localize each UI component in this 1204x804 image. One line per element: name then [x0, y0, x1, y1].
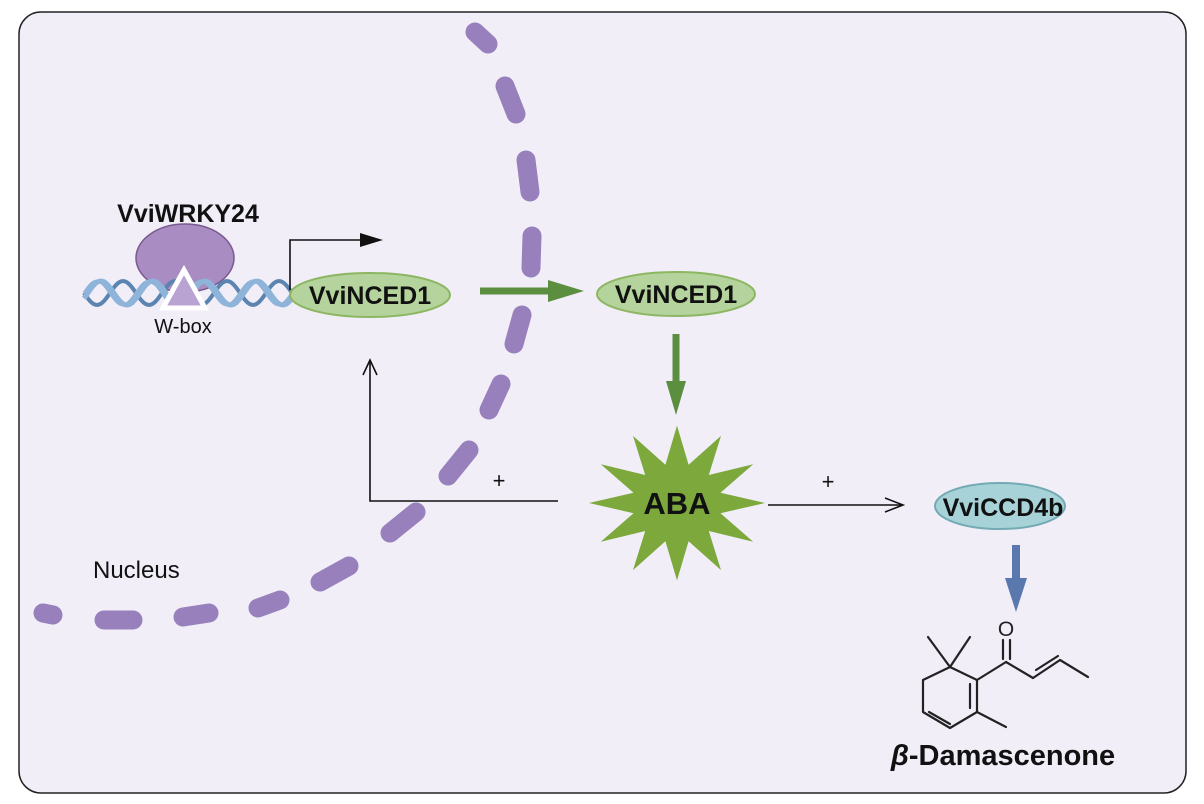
- nced1-gene-label: VviNCED1: [309, 282, 431, 310]
- wbox-triangle-icon: [158, 264, 210, 311]
- feedback-arrow: [369, 360, 558, 502]
- feedback-arrowhead-icon: [362, 358, 378, 376]
- transcription-start-arrow: [289, 239, 380, 290]
- diagram-panel: [18, 11, 1187, 794]
- membrane-dash: [310, 556, 359, 592]
- beta-symbol: β: [890, 740, 909, 772]
- membrane-dash: [504, 305, 532, 354]
- nced1-protein-ellipse: [596, 271, 756, 317]
- feedback-plus-sign: +: [493, 468, 506, 493]
- ccd4b-ellipse: [934, 482, 1066, 530]
- membrane-dash: [495, 76, 526, 124]
- membrane-dash: [465, 22, 498, 54]
- wbox-label: W-box: [154, 316, 211, 338]
- nced1-gene-ellipse: [289, 272, 451, 318]
- activation-arrowhead-icon: [884, 497, 906, 513]
- membrane-dash: [173, 603, 219, 627]
- cleavage-arrowhead-icon: [1005, 578, 1027, 612]
- membrane-dash: [521, 226, 542, 278]
- membrane-dash: [438, 440, 479, 486]
- synthesis-arrowhead-icon: [666, 381, 686, 415]
- nucleus-label: Nucleus: [93, 557, 180, 584]
- activation-plus-sign: +: [822, 469, 835, 494]
- membrane-dash: [248, 590, 290, 618]
- membrane-dash: [380, 502, 426, 543]
- export-arrowhead-icon: [548, 280, 584, 302]
- damascenone-structure-icon: [921, 635, 1090, 730]
- transcription-arrowhead-icon: [360, 233, 383, 247]
- damascenone-name: -Damascenone: [909, 740, 1115, 772]
- aba-label: ABA: [643, 486, 710, 521]
- aba-star-icon: [589, 425, 765, 581]
- oxygen-atom-label: O: [998, 618, 1014, 641]
- membrane-dash: [479, 374, 511, 420]
- nced1-protein-label: VviNCED1: [615, 281, 737, 309]
- ccd4b-label: VviCCD4b: [943, 494, 1064, 522]
- membrane-dash: [33, 603, 63, 625]
- damascenone-label: β-Damascenone: [890, 740, 1115, 772]
- wrky24-label: VviWRKY24: [117, 200, 259, 228]
- membrane-dash: [516, 150, 540, 202]
- nuclear-membrane: [33, 22, 542, 630]
